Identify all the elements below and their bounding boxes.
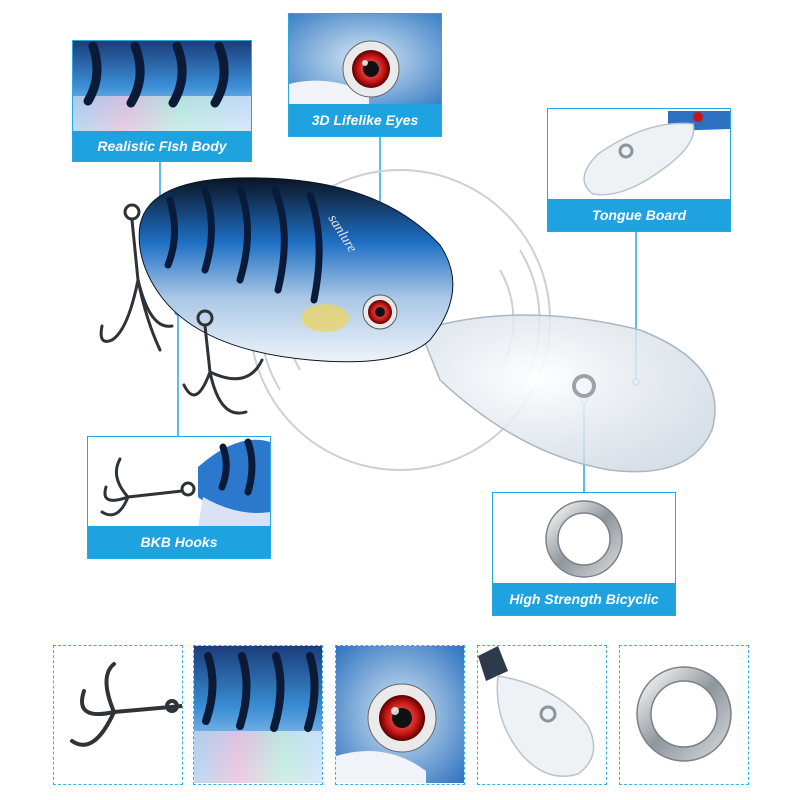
callout-tongue-board: Tongue Board: [547, 108, 731, 232]
callout-bkb-hooks-label: BKB Hooks: [88, 526, 270, 558]
tongue-board-closeup-icon: [548, 109, 730, 199]
callout-split-ring-label: High Strength Bicyclic: [493, 583, 675, 615]
thumb-fish-body: [193, 645, 323, 785]
tongue-board-thumbnail-icon: [478, 646, 595, 777]
fish-body-closeup-icon: [73, 41, 251, 131]
treble-hook-rear: [182, 309, 264, 415]
callout-eyes-label: 3D Lifelike Eyes: [289, 104, 441, 136]
callout-fish-body: Realistic FIsh Body: [72, 40, 252, 162]
thumb-split-ring: [619, 645, 749, 785]
thumb-tongue-board: [477, 645, 607, 785]
fish-eye-thumbnail-icon: [336, 646, 464, 783]
callout-eyes: 3D Lifelike Eyes: [288, 13, 442, 137]
thumb-eyes: [335, 645, 465, 785]
callout-fish-body-label: Realistic FIsh Body: [73, 131, 251, 161]
split-ring-closeup-icon: [493, 493, 675, 583]
split-ring-thumbnail-icon: [636, 666, 732, 762]
callout-bkb-hooks: BKB Hooks: [87, 436, 271, 559]
fish-eye-closeup-icon: [289, 14, 441, 104]
thumb-hooks: [53, 645, 183, 785]
treble-hook-closeup-icon: [88, 437, 270, 527]
body-stripes: [164, 184, 323, 304]
treble-hook-thumbnail-icon: [70, 662, 182, 747]
lure-lip: [418, 314, 716, 473]
callout-tongue-board-label: Tongue Board: [548, 199, 730, 231]
fish-body-thumbnail-icon: [194, 646, 322, 783]
lip-split-ring: [572, 374, 596, 398]
lure-body: [138, 177, 454, 363]
treble-hook-front: [99, 203, 174, 352]
callout-split-ring: High Strength Bicyclic: [492, 492, 676, 616]
